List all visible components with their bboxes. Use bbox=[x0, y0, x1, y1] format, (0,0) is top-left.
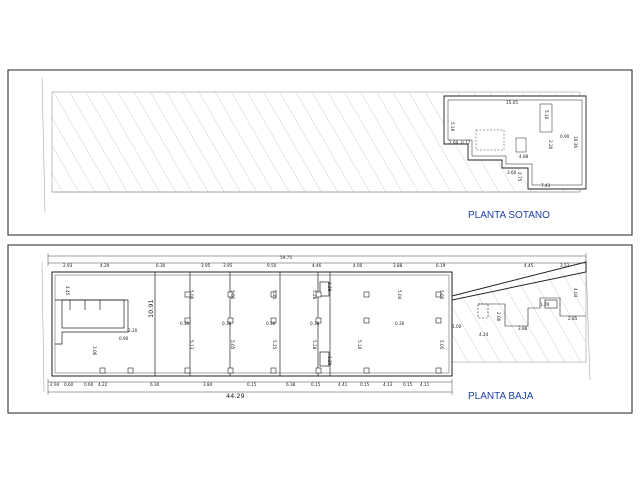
overall-top-dim: 59.75 bbox=[280, 255, 292, 260]
mid-b-1: 5.13 bbox=[189, 340, 194, 350]
bottom-dim-4: 6.30 bbox=[150, 382, 160, 387]
mid-a-3: 5.25 bbox=[272, 290, 277, 300]
top-dim-6: 9.50 bbox=[267, 263, 277, 268]
sotano-dim-top: 15.05 bbox=[506, 100, 518, 105]
top-dim-1: 2.93 bbox=[63, 263, 73, 268]
small-3: 0.30 bbox=[266, 321, 276, 326]
bottom-dim-7: 4.41 bbox=[338, 382, 348, 387]
baja-vertical-dims: 10.91 5.00 5.05 5.25 5.28 5.04 5.05 5.13… bbox=[65, 282, 578, 366]
sotano-dim-d8: 0.90 bbox=[560, 134, 570, 139]
bottom-dim-9: 4.13 bbox=[383, 382, 393, 387]
small-1: 0.30 bbox=[180, 321, 190, 326]
misc-2: 1.28 bbox=[327, 282, 332, 292]
baja-columns bbox=[99, 291, 442, 374]
bottom-dim-11: 4.11 bbox=[420, 382, 430, 387]
mid-b-2: 5.05 bbox=[230, 340, 235, 350]
top-dim-11: 4.45 bbox=[524, 263, 534, 268]
bottom-dim-6: 6.38 bbox=[286, 382, 296, 387]
bottom-dim-1: 2.94 bbox=[50, 382, 60, 387]
mid-a-6: 5.05 bbox=[439, 290, 444, 300]
baja-top-dims: 2.93 4.29 6.30 3.95 3.95 9.50 4.46 4.00 … bbox=[63, 255, 570, 268]
mid-a-1: 5.00 bbox=[189, 290, 194, 300]
top-dim-3: 6.30 bbox=[156, 263, 166, 268]
top-dim-12: 3.53 bbox=[560, 263, 570, 268]
top-dim-7: 4.46 bbox=[312, 263, 322, 268]
top-dim-4: 3.95 bbox=[201, 263, 211, 268]
sotano-dim-d7: 7.43 bbox=[541, 183, 551, 188]
left-label-3: 3.06 bbox=[92, 346, 97, 356]
left-label-2: 2.20 bbox=[128, 328, 138, 333]
mid-b-4: 5.28 bbox=[312, 340, 317, 350]
mid-b-6: 5.05 bbox=[439, 340, 444, 350]
left-label-4: 0.90 bbox=[119, 336, 129, 341]
mid-b-5: 5.10 bbox=[357, 340, 362, 350]
top-dim-10: 6.19 bbox=[436, 263, 446, 268]
mid-a-5: 5.04 bbox=[397, 290, 402, 300]
overall-bottom-dim: 44.29 bbox=[226, 392, 245, 400]
left-label-1: 4.45 bbox=[65, 286, 70, 296]
baja-title: PLANTA BAJA bbox=[468, 391, 534, 402]
misc-5: 3.88 bbox=[518, 326, 528, 331]
bottom-dim-2: 0.60 bbox=[64, 382, 74, 387]
sotano-drawing: 15.05 5.16 5.10 10.36 2.60 0.17 2.20 4.8… bbox=[41, 77, 587, 213]
sotano-title: PLANTA SOTANO bbox=[468, 210, 550, 221]
mid-b-3: 5.25 bbox=[272, 340, 277, 350]
sotano-dim-d1: 2.60 bbox=[449, 140, 459, 145]
bottom-dim-8: 0.15 bbox=[360, 382, 370, 387]
top-dim-8: 4.00 bbox=[353, 263, 363, 268]
baja-annex bbox=[477, 297, 586, 327]
misc-7: 2.85 bbox=[568, 316, 578, 321]
top-dim-9: 3.88 bbox=[393, 263, 403, 268]
baja-drawing: 2.93 4.29 6.30 3.95 3.95 9.50 4.46 4.00 … bbox=[41, 253, 591, 400]
top-dim-2: 4.29 bbox=[100, 263, 110, 268]
baja-bottom-dims: 2.94 0.60 4.22 6.30 3.84 6.38 4.41 0.15 … bbox=[50, 382, 430, 400]
bottom-small-3: 0.15 bbox=[311, 382, 321, 387]
sotano-dim-inner: 5.10 bbox=[544, 110, 549, 120]
misc-9: 1.00 bbox=[452, 324, 462, 329]
mid-a-4: 5.28 bbox=[312, 290, 317, 300]
sotano-dim-left: 5.16 bbox=[450, 122, 455, 132]
height-dim: 10.91 bbox=[147, 299, 155, 318]
bottom-dim-3: 4.22 bbox=[98, 382, 108, 387]
sotano-dim-d3: 2.20 bbox=[548, 140, 553, 150]
top-dim-5: 3.95 bbox=[223, 263, 233, 268]
sotano-dim-d6: 2.75 bbox=[517, 172, 522, 182]
sotano-basement bbox=[443, 95, 587, 190]
sotano-dim-d5: 3.60 bbox=[507, 170, 517, 175]
misc-4: 4.24 bbox=[479, 332, 489, 337]
misc-6: 4.04 bbox=[573, 288, 578, 298]
sotano-dim-right: 10.36 bbox=[573, 136, 578, 148]
sotano-dim-d4: 4.88 bbox=[519, 154, 529, 159]
bottom-dim-10: 0.15 bbox=[403, 382, 413, 387]
bottom-small-1: 0.60 bbox=[84, 382, 94, 387]
mid-a-2: 5.05 bbox=[230, 290, 235, 300]
misc-8: 1.20 bbox=[540, 302, 550, 307]
small-5: 0.30 bbox=[395, 321, 405, 326]
misc-1: 1.29 bbox=[327, 356, 332, 366]
small-2: 0.30 bbox=[222, 321, 232, 326]
bottom-small-2: 0.15 bbox=[247, 382, 257, 387]
misc-3: 2.00 bbox=[496, 312, 501, 322]
bottom-dim-5: 3.84 bbox=[203, 382, 213, 387]
sotano-dim-d2: 0.17 bbox=[461, 140, 471, 145]
small-4: 0.30 bbox=[310, 321, 320, 326]
baja-partitions bbox=[55, 272, 331, 376]
